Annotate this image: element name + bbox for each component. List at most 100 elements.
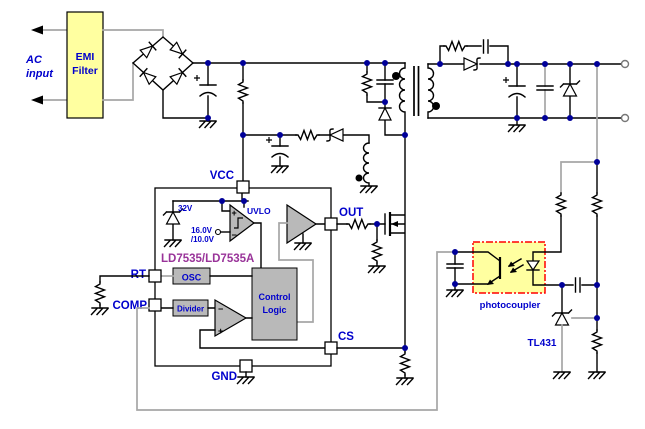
ground-icon — [587, 371, 606, 380]
primary-winding — [398, 62, 406, 136]
junction-dot — [542, 115, 548, 121]
junction-dot — [241, 198, 247, 204]
junction-dot — [240, 132, 246, 138]
rt-resistor — [94, 281, 106, 306]
pin-label-gnd: GND — [211, 371, 237, 383]
uvlo-plus-input: + — [232, 208, 237, 218]
rt-comp-externals — [90, 251, 456, 411]
junction-dot — [364, 60, 370, 66]
divider-lower-resistor — [591, 329, 603, 354]
output-capacitor — [508, 85, 526, 98]
opto-filter-capacitor — [446, 263, 464, 269]
junction-dot — [382, 99, 388, 105]
pin-cs — [324, 341, 338, 355]
junction-dot — [567, 115, 573, 121]
junction-dot — [374, 221, 380, 227]
uvlo-threshold-label: 16.0V — [191, 226, 213, 235]
winding-polarity-dot — [355, 174, 363, 182]
pin-out — [324, 217, 338, 231]
junction-dot — [402, 132, 408, 138]
hysteresis-icon — [234, 217, 243, 229]
light-arrow-icon — [510, 267, 517, 273]
junction-dot — [514, 61, 520, 67]
divider-label: Divider — [177, 305, 204, 314]
junction-dot — [240, 60, 246, 66]
transformer-core — [413, 66, 420, 116]
ac-input-label: AC — [25, 54, 43, 66]
wire — [102, 29, 164, 101]
output-negative-terminal — [620, 113, 630, 123]
ground-icon — [270, 165, 289, 174]
vcc-supply-section — [237, 62, 378, 194]
feedback-tap-wire — [560, 63, 598, 194]
wire — [160, 275, 253, 319]
pin-rt — [148, 269, 162, 283]
ac-arrow-icon — [31, 25, 43, 35]
clamp-diode-icon — [378, 107, 392, 121]
pin-label-cs: CS — [338, 331, 354, 343]
ground-icon — [445, 289, 464, 298]
transformer — [392, 62, 440, 136]
ground-icon — [198, 120, 217, 129]
internal-zener-label: 32V — [178, 204, 193, 213]
junction-dot — [594, 282, 600, 288]
wire — [172, 192, 249, 212]
polarity-plus-icon — [193, 74, 201, 82]
pin-label-out: OUT — [339, 207, 363, 219]
mosfet-arrow-icon — [391, 221, 398, 227]
ceramic-capacitor — [536, 85, 554, 91]
feedback-section: photocoupler TL431 — [445, 63, 606, 380]
secondary-winding — [427, 63, 435, 119]
vcc-diode-icon — [326, 128, 344, 142]
ic-ld7535: LD7535/LD7535A 32V + − UVLO 16.0V /10.0V… — [113, 170, 363, 385]
pwm-comparator — [214, 298, 248, 338]
junction-dot — [452, 249, 458, 255]
secondary-output-section — [427, 39, 630, 133]
gate-driver — [286, 203, 318, 245]
gate-resistor — [346, 218, 371, 230]
emi-filter-box — [66, 11, 104, 119]
ic-part-number: LD7535/LD7535A — [161, 253, 254, 265]
wire — [199, 329, 326, 349]
photocoupler-label: photocoupler — [480, 300, 541, 311]
junction-dot — [205, 115, 211, 121]
junction-dot — [437, 61, 443, 67]
ground-icon — [507, 124, 526, 133]
opto-bias-resistor — [555, 192, 567, 217]
pwm-minus-input: − — [218, 304, 223, 314]
junction-dot — [277, 132, 283, 138]
ground-icon — [395, 377, 414, 386]
wire — [366, 62, 406, 136]
wire — [336, 347, 406, 379]
ground-icon — [236, 376, 255, 385]
uvlo-threshold-label: /10.0V — [191, 235, 215, 244]
winding-polarity-dot — [432, 102, 440, 110]
wire — [242, 134, 370, 144]
ground-icon — [367, 265, 386, 274]
clamp-capacitor — [376, 79, 394, 85]
wire — [278, 222, 314, 323]
clamp-resistor — [361, 71, 373, 96]
polarity-plus-icon — [265, 136, 273, 144]
winding-polarity-dot — [392, 72, 400, 80]
wire — [532, 215, 563, 286]
ground-icon — [163, 239, 182, 248]
output-zener-icon — [559, 80, 581, 97]
pin-comp — [148, 298, 162, 312]
polarity-plus-icon — [502, 76, 510, 84]
vcc-series-resistor — [295, 129, 320, 141]
uvlo-minus-input: − — [232, 230, 237, 240]
pin-label-comp: COMP — [113, 300, 148, 312]
uvlo-comparator — [229, 203, 255, 243]
ground-icon — [293, 242, 312, 251]
junction-dot — [559, 282, 565, 288]
emitter-arrow-icon — [487, 279, 494, 285]
aux-winding — [362, 142, 370, 187]
wire — [41, 29, 68, 101]
wire — [439, 45, 509, 65]
wire — [389, 134, 406, 349]
junction-dot — [594, 315, 600, 321]
ground-icon — [359, 185, 378, 194]
output-rectifier-icon — [463, 57, 481, 71]
